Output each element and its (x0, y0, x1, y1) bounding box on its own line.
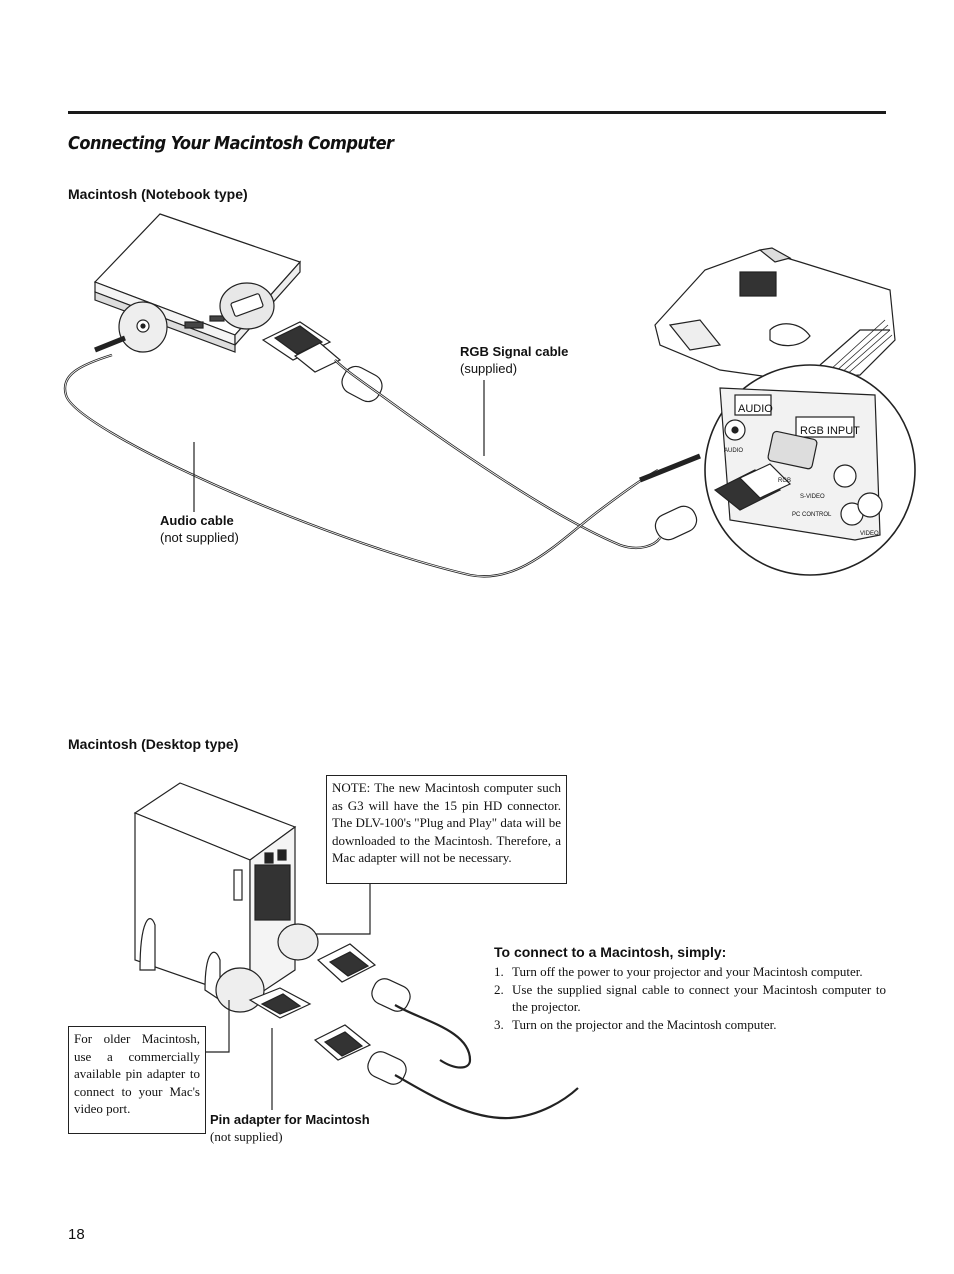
proj-rgb-input-label: RGB INPUT (800, 425, 860, 437)
step-number: 2. (494, 981, 504, 997)
step-number: 3. (494, 1016, 504, 1032)
proj-pc-control-label: PC CONTROL (792, 512, 832, 518)
proj-video-label: VIDEO (860, 531, 879, 537)
instructions-list: 1. Turn off the power to your projector a… (494, 963, 886, 1033)
audio-port-box (734, 394, 772, 416)
older-mac-note: For older Macintosh, use a commercially … (68, 1026, 206, 1134)
rgb-cable-label: RGB Signal cable (supplied) (460, 343, 568, 377)
proj-audio-label: AUDIO (738, 403, 773, 415)
rgb-connector-icon (261, 321, 342, 373)
signal-cable-old-mac (394, 1074, 579, 1120)
proj-svideo-label: S-VIDEO (800, 494, 825, 500)
proj-rgb-small-label: RGB (778, 478, 791, 484)
pin-adapter-sub: (not supplied) (210, 1129, 283, 1144)
old-video-port-highlight (215, 967, 265, 1013)
rgb-cable-title: RGB Signal cable (460, 344, 569, 359)
rgb-cable-sub: (supplied) (460, 361, 518, 376)
audio-cable-title: Audio cable (160, 513, 234, 528)
instructions-heading: To connect to a Macintosh, simply: (494, 944, 727, 960)
g3-note: NOTE: The new Macintosh computer such as… (326, 775, 567, 884)
page-title: Connecting Your Macintosh Computer (68, 133, 394, 154)
list-item: 3. Turn on the projector and the Macintos… (494, 1016, 886, 1034)
list-item: 1. Turn off the power to your projector a… (494, 963, 886, 981)
desktop-computer-icon (133, 782, 297, 1002)
video-port-highlight-desktop (277, 923, 319, 961)
older-note-leader (206, 1000, 230, 1053)
notebook-heading: Macintosh (Notebook type) (68, 186, 248, 202)
header-rule (68, 111, 886, 114)
instructions-block: To connect to a Macintosh, simply: 1. Tur… (494, 944, 886, 1033)
signal-cable-new-mac (394, 1004, 472, 1069)
pin-adapter-label: Pin adapter for Macintosh (not supplied) (210, 1111, 370, 1145)
step-number: 1. (494, 964, 504, 979)
step-text: Turn on the projector and the Macintosh … (512, 1016, 777, 1032)
list-item: 2. Use the supplied signal cable to conne… (494, 981, 886, 1016)
pin-adapter-icon (248, 987, 312, 1019)
audio-cable-sub: (not supplied) (160, 530, 239, 545)
step-text: Use the supplied signal cable to connect… (512, 981, 886, 1015)
projector-icon (654, 247, 896, 381)
step-text: Turn off the power to your projector and… (512, 964, 863, 979)
pin-adapter-title: Pin adapter for Macintosh (210, 1112, 370, 1127)
page-number: 18 (68, 1226, 85, 1243)
audio-cable-label: Audio cable (not supplied) (160, 512, 239, 546)
proj-audio-small-label: AUDIO (724, 448, 743, 454)
rgb-input-box (795, 416, 855, 438)
desktop-heading: Macintosh (Desktop type) (68, 736, 239, 752)
note-leader (316, 884, 371, 935)
